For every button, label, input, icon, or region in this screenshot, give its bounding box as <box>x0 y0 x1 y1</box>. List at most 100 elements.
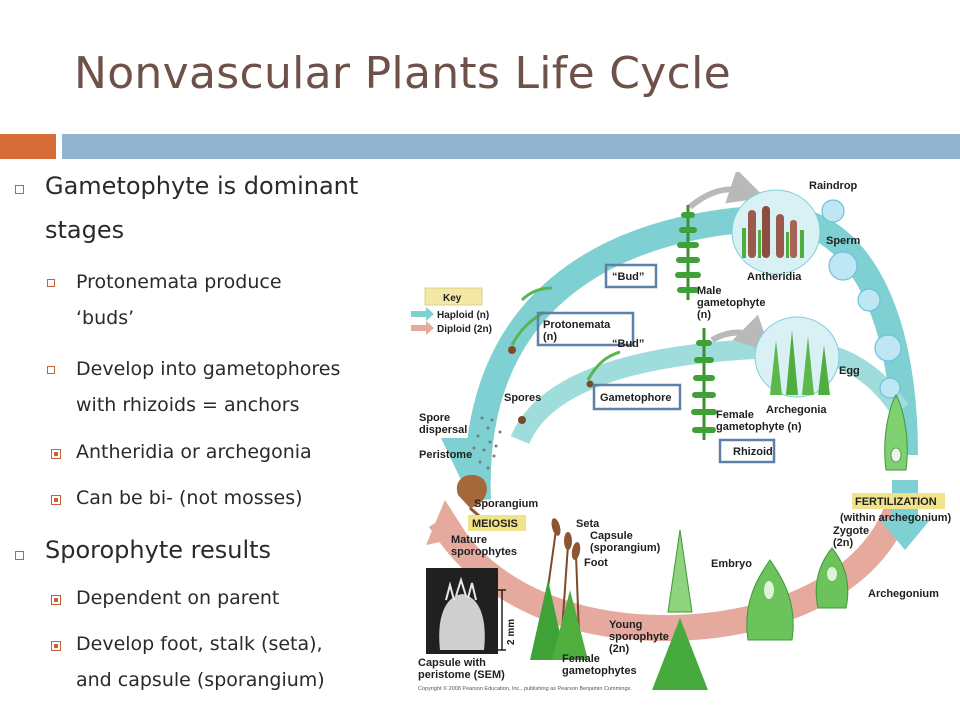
young-sporophyte-label-1: Young <box>609 619 642 631</box>
male-gametophyte-label-3: (n) <box>697 309 711 321</box>
raindrop-label: Raindrop <box>809 180 858 192</box>
archegonium-label: Archegonium <box>868 588 939 600</box>
bullet-foot-line2: and capsule (sporangium) <box>76 669 325 691</box>
sperm-bubble-icon <box>821 199 845 223</box>
bullet-antheridia: Antheridia or archegonia <box>76 441 312 463</box>
foot-label: Foot <box>584 557 608 569</box>
spore-dispersal-dots <box>472 416 502 470</box>
female-gametophytes-label-1: Female <box>562 653 600 665</box>
accent-bar-orange <box>0 134 56 159</box>
sperm-bubble-icon <box>828 251 858 281</box>
accent-bar-blue <box>62 134 960 159</box>
diploid-cycle-arrow <box>428 496 913 642</box>
protonemata-label-1: Protonemata <box>543 319 611 331</box>
male-gametophyte-label-1: Male <box>697 285 721 297</box>
peristome-label: Peristome <box>419 449 472 461</box>
mature-sporophytes-label-2: sporophytes <box>451 546 517 558</box>
gametophore-callout-box <box>592 383 682 411</box>
bullet-protonemata-line1: Protonemata produce <box>76 271 282 293</box>
mature-sporophytes-illustration <box>530 518 588 661</box>
bud-callout-box <box>604 263 658 289</box>
bullet-filled-square-icon <box>51 449 61 459</box>
zygote-label-2: (2n) <box>833 537 854 549</box>
capsule-label-2: (sporangium) <box>590 542 661 554</box>
bullet-protonemata-line2: ‘buds’ <box>76 307 135 329</box>
protonemata-label-2: (n) <box>543 331 557 343</box>
bud-to-female-arrow <box>710 314 771 353</box>
sperm-label: Sperm <box>826 235 860 247</box>
meiosis-label-box <box>468 515 526 531</box>
male-gametophyte-illustration <box>675 205 701 300</box>
embryo-label: Embryo <box>711 558 752 570</box>
copyright-text: Copyright © 2008 Pearson Education, Inc.… <box>418 685 632 692</box>
moss-life-cycle-diagram: Key Haploid (n) Diploid (2n) Raindrop Sp… <box>405 169 960 697</box>
key-title: Key <box>443 293 462 304</box>
bullet-square-icon <box>47 279 55 287</box>
bullet-square-icon <box>47 366 55 374</box>
bullet-bi: Can be bi- (not mosses) <box>76 487 303 509</box>
bud-to-male-arrow <box>688 169 766 210</box>
spore-dispersal-label-2: dispersal <box>419 424 467 436</box>
spore-dot <box>586 380 594 388</box>
capsule-sem-label-2: peristome (SEM) <box>418 669 505 681</box>
spores-label: Spores <box>504 392 541 404</box>
key-diploid-label: Diploid (2n) <box>437 324 492 335</box>
bullet-filled-square-icon <box>51 595 61 605</box>
zygote-archegonium-illustration <box>815 547 849 609</box>
egg-label: Egg <box>839 365 860 377</box>
fertilization-arrowhead <box>880 520 930 550</box>
key-haploid-label: Haploid (n) <box>437 310 489 321</box>
bullet-square-icon <box>15 551 24 560</box>
antheridia-illustration <box>731 189 821 275</box>
embryo-illustration <box>746 559 794 641</box>
fertilization-label-box <box>852 493 945 509</box>
female-gametophyte-label-1: Female <box>716 409 754 421</box>
bullet-sporophyte: Sporophyte results <box>45 536 272 564</box>
fertilization-archegonium-illustration <box>884 393 908 471</box>
bullet-dependent: Dependent on parent <box>76 587 280 609</box>
diploid-arrowhead <box>426 500 468 545</box>
sperm-bubble-icon <box>879 377 901 399</box>
bullet-gametophyte-line1: Gametophyte is dominant <box>45 172 359 200</box>
bullet-filled-square-icon <box>51 495 61 505</box>
capsule-sem-label-1: Capsule with <box>418 657 486 669</box>
capsule-label-1: Capsule <box>590 530 633 542</box>
slide-title: Nonvascular Plants Life Cycle <box>74 48 731 99</box>
protonemata-callout-box <box>536 311 635 347</box>
fertilization-label: FERTILIZATION <box>855 496 937 508</box>
bullet-gametophyte-line2: stages <box>45 216 125 244</box>
antheridia-label: Antheridia <box>747 271 802 283</box>
sporangium-label: Sporangium <box>474 498 538 510</box>
archegonia-label: Archegonia <box>766 404 827 416</box>
spore-dot <box>508 346 516 354</box>
bullet-develop-line1: Develop into gametophores <box>76 358 341 380</box>
scale-bar-label: 2 mm <box>506 619 517 645</box>
bullet-develop-line2: with rhizoids = anchors <box>76 394 300 416</box>
within-archegonium-label: (within archegonium) <box>840 512 952 524</box>
rhizoid-callout-box <box>718 438 776 464</box>
sperm-bubble-icon <box>874 334 902 362</box>
mature-sporophytes-label-1: Mature <box>451 534 487 546</box>
seta-label: Seta <box>576 518 600 530</box>
young-sporophyte-label-3: (2n) <box>609 643 630 655</box>
bud-label-2: “Bud” <box>612 338 644 350</box>
rhizoid-label: Rhizoid <box>733 446 773 458</box>
legend-key: Key Haploid (n) Diploid (2n) <box>411 287 492 335</box>
female-gametophyte-label-2: gametophyte (n) <box>716 421 802 433</box>
bullet-filled-square-icon <box>51 641 61 651</box>
female-gametophyte-illustration <box>691 328 717 440</box>
spore-dot <box>518 416 526 424</box>
female-gametophytes-label-2: gametophytes <box>562 665 637 677</box>
haploid-arrowhead <box>441 438 486 486</box>
young-sporophyte-illustration <box>652 529 708 690</box>
zygote-label-1: Zygote <box>833 525 869 537</box>
bud-label-1: “Bud” <box>612 271 644 283</box>
spore-dispersal-label-1: Spore <box>419 412 450 424</box>
bullet-foot-line1: Develop foot, stalk (seta), <box>76 633 323 655</box>
young-sporophyte-label-2: sporophyte <box>609 631 669 643</box>
sperm-bubble-icon <box>857 288 881 312</box>
gametophore-label: Gametophore <box>600 392 672 404</box>
capsule-sem-image <box>426 568 506 654</box>
male-gametophyte-label-2: gametophyte <box>697 297 765 309</box>
bullet-square-icon <box>15 185 24 194</box>
